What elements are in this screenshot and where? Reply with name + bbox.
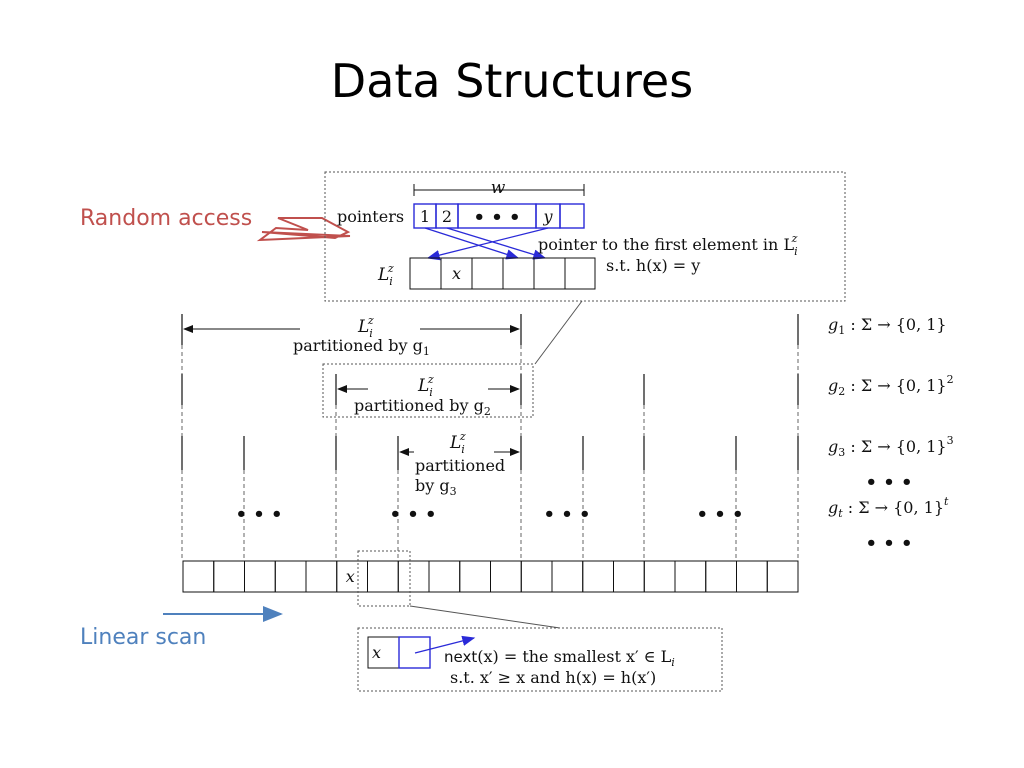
bottom-array-cell-text: x [346, 567, 355, 586]
bottom-array-cell [244, 560, 276, 593]
level-2-label: Liz [417, 373, 434, 399]
ellipsis-row: • • • • • • • • • • • • [235, 504, 743, 525]
level-3-caption: partitioned [415, 456, 505, 475]
level-2-boundaries [181, 374, 799, 405]
level-1-caption: partitioned by g1 [293, 336, 430, 358]
detail-cell-text: x [372, 643, 381, 662]
next-pointer-arrow [414, 635, 476, 654]
bottom-array-cell [551, 560, 584, 593]
level-3-caption-line2: by g3 [415, 476, 457, 498]
pointers-label: pointers [337, 207, 404, 226]
list-label: Liz [377, 262, 394, 288]
function-gt: gt : Σ → {0, 1}t [828, 495, 949, 520]
detail-connector [409, 605, 561, 629]
ellipsis: • • • [389, 504, 436, 525]
list-array: x [409, 257, 596, 290]
bottom-array-cell [613, 560, 645, 593]
dashed-guides [181, 345, 799, 560]
pointer-arrow [446, 227, 547, 260]
bottom-array-cell [428, 560, 461, 593]
bottom-array-cell [397, 560, 430, 593]
bottom-array-cell [643, 560, 676, 593]
bottom-array-cell [766, 560, 799, 593]
detail-cell-next [398, 636, 431, 669]
pointer-array: 1 2 • • • y [413, 203, 585, 229]
pointer-arrow [426, 227, 549, 261]
bottom-array-cell [705, 560, 737, 593]
bottom-detail-box [357, 627, 723, 692]
bottom-array: x [182, 560, 799, 593]
ellipsis: • • • [543, 504, 590, 525]
bottom-array-cell [490, 560, 522, 593]
bottom-array-cell [736, 560, 768, 593]
pointer-cell-text: y [542, 207, 553, 226]
bottom-array-cell [274, 560, 307, 593]
function-ellipsis: • • • [865, 472, 912, 493]
bottom-array-cell [213, 560, 245, 593]
bottom-array-cell [459, 560, 491, 593]
pointer-cell-ellipsis: • • • [473, 207, 520, 228]
bottom-array-cell [674, 560, 707, 593]
ellipsis: • • • [235, 504, 282, 525]
level-3-label: Liz [449, 430, 466, 456]
list-cell [564, 257, 596, 290]
bottom-array-cell [305, 560, 338, 593]
level-1-label: Liz [357, 314, 374, 340]
top-detail-box [324, 171, 846, 302]
bottom-array-cell [182, 560, 215, 593]
level-1-boundaries [181, 314, 799, 345]
random-access-label: Random access [80, 206, 252, 231]
pointer-note: pointer to the first element in Liz [538, 232, 798, 258]
pointer-note-condition: s.t. h(x) = y [606, 256, 700, 275]
pointer-cell-text: 2 [442, 207, 452, 226]
level-2-highlight-box [322, 363, 534, 418]
ellipsis: • • • [696, 504, 743, 525]
list-cell [471, 257, 504, 290]
pointer-cell-text: 1 [420, 207, 430, 226]
next-definition: next(x) = the smallest x′ ∈ Li [444, 647, 675, 669]
level-3-boundaries [181, 436, 799, 470]
pointer-cell [559, 203, 585, 229]
list-cell [533, 257, 566, 290]
next-condition: s.t. x′ ≥ x and h(x) = h(x′) [450, 668, 656, 687]
lightning-arrow [256, 217, 351, 242]
list-cell-text: x [452, 264, 461, 283]
x-cell-highlight [357, 550, 411, 607]
linear-scan-label: Linear scan [80, 625, 206, 650]
list-cell [409, 257, 442, 290]
bottom-array-cell [582, 560, 614, 593]
function-g1: g1 : Σ → {0, 1} [828, 315, 947, 337]
pointer-arrow [424, 227, 520, 260]
width-label: w [491, 178, 506, 198]
page-title: Data Structures [331, 54, 693, 108]
level-2-caption: partitioned by g2 [354, 396, 491, 418]
function-ellipsis: • • • [865, 533, 912, 554]
bottom-array-cell [367, 560, 399, 593]
function-g2: g2 : Σ → {0, 1}2 [828, 373, 954, 398]
list-cell [502, 257, 535, 290]
bottom-array-cell [520, 560, 553, 593]
function-g3: g3 : Σ → {0, 1}3 [828, 434, 954, 459]
function-list: g1 : Σ → {0, 1} g2 : Σ → {0, 1}2 g3 : Σ … [828, 315, 954, 554]
zoom-connector [534, 300, 583, 365]
